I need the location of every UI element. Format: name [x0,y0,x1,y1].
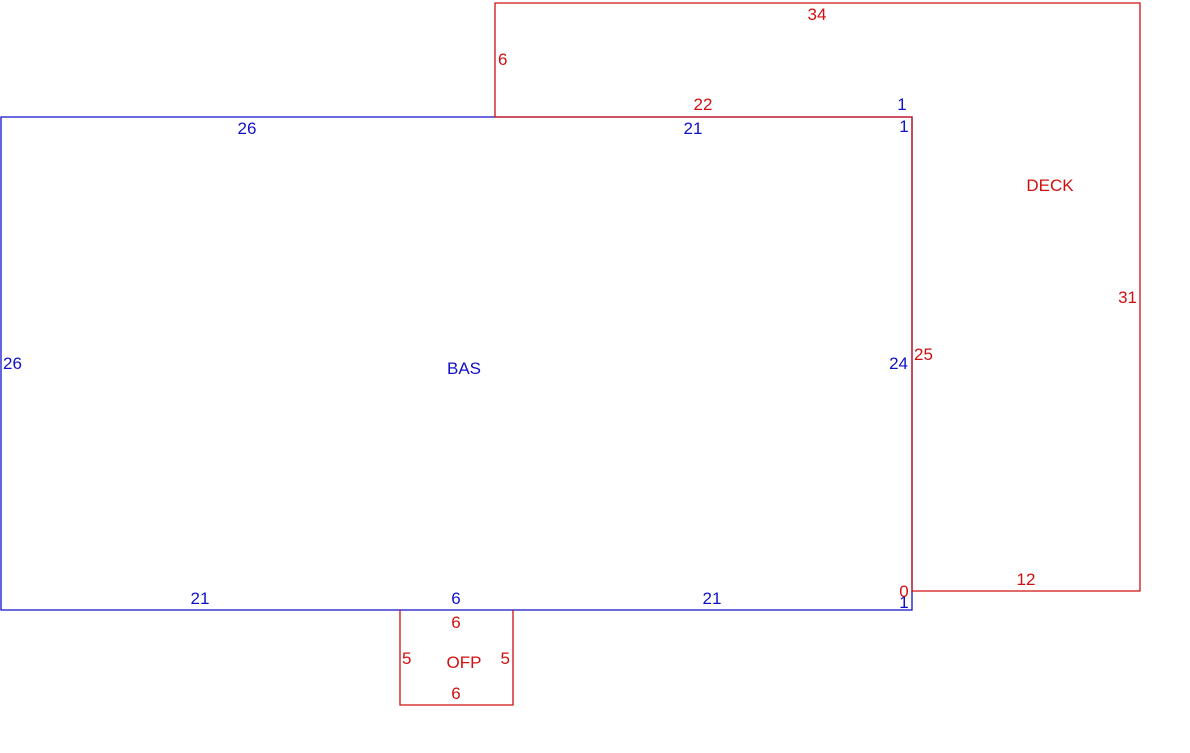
deck-dim-top: 34 [808,5,827,24]
ofp-dim-left: 5 [402,649,411,668]
ofp-outline [399,610,514,706]
deck-dim-left-upper: 6 [498,50,507,69]
ofp-dim-right: 5 [501,649,510,668]
bas-dim-right: 24 [889,354,908,373]
bas-area-label: BAS [447,359,481,378]
deck-dim-corner-zero: 0 [899,582,908,601]
deck-dim-inner-top: 22 [694,95,713,114]
bas-dim-bottom-left: 21 [191,589,210,608]
deck-dim-inner-left: 25 [914,345,933,364]
deck-area-label: DECK [1026,176,1074,195]
deck-dim-right: 31 [1118,288,1137,307]
bas-dim-bottom-mid: 6 [451,589,460,608]
ofp-area-label: OFP [447,653,482,672]
bas-dim-bottom-right: 21 [703,589,722,608]
deck-dim-inner-top-small: 1 [897,95,906,114]
bas-dim-top-left: 26 [238,119,257,138]
ofp-dim-bottom: 6 [451,684,460,703]
bas-dim-top-right: 21 [684,119,703,138]
bas-dim-bottom-small: 1 [899,593,908,612]
ofp-dim-top: 6 [451,613,460,632]
bas-dim-left: 26 [3,354,22,373]
bas-dim-top-small: 1 [899,117,908,136]
deck-outline [494,2,1141,592]
deck-dim-bottom: 12 [1017,570,1036,589]
